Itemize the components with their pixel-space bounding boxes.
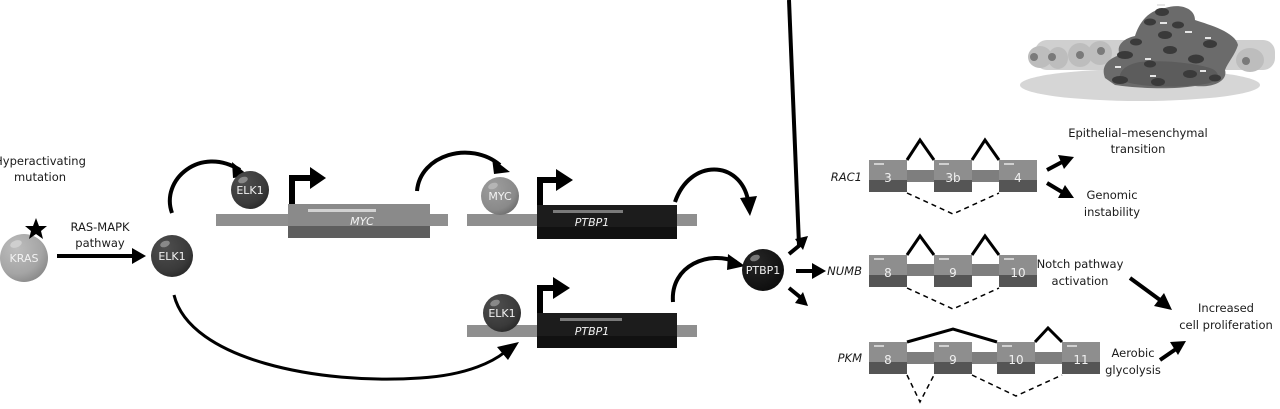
- arrow-elk1-to-ptbp1-promoter: [172, 294, 519, 381]
- ptbp1-protein: PTBP1: [742, 249, 784, 291]
- ptbp1-gene-locus-lower: PTBP1: [467, 313, 697, 348]
- genomic-instability-label-line2: instability: [1084, 205, 1140, 219]
- svg-text:8: 8: [884, 266, 892, 280]
- arrow-rac1-to-emt: [1046, 155, 1074, 172]
- elk1-bound-protein: ELK1: [231, 171, 269, 209]
- tumor-cell-cluster-illustration: [1020, 4, 1275, 101]
- elk1-protein: ELK1: [151, 235, 193, 277]
- pkm-exon-8: 8: [869, 342, 907, 374]
- svg-text:8: 8: [884, 353, 892, 367]
- pathway-label-line1: RAS-MAPK: [70, 220, 130, 234]
- emt-label-line1: Epithelial–mesenchymal: [1068, 126, 1208, 140]
- genomic-instability-label-line1: Genomic: [1086, 188, 1137, 202]
- glycolysis-label-line1: Aerobic: [1111, 346, 1154, 360]
- final-outcome-line1: Increased: [1198, 301, 1254, 315]
- svg-text:11: 11: [1073, 353, 1088, 367]
- svg-text:10: 10: [1008, 353, 1023, 367]
- glycolysis-label-line2: glycolysis: [1105, 363, 1161, 377]
- pkm-exon-10: 10: [997, 342, 1035, 374]
- final-outcome-line2: cell proliferation: [1179, 318, 1273, 332]
- svg-text:10: 10: [1010, 266, 1025, 280]
- kras-protein: KRAS: [0, 234, 48, 282]
- rac1-exon-4: 4: [999, 160, 1037, 192]
- ptbp1-gene-locus-upper: PTBP1: [467, 205, 697, 239]
- pkm-gene-label: PKM: [838, 351, 862, 365]
- ptbp1-tss-arrow-icon: [537, 169, 573, 205]
- arrow-ptbp1-lower-to-protein: [670, 254, 745, 303]
- ptbp1-gene-lower-label: PTBP1: [575, 325, 610, 338]
- myc-protein: MYC: [481, 177, 519, 215]
- notch-label-line1: Notch pathway: [1037, 257, 1124, 271]
- myc-tss-arrow-icon: [289, 167, 326, 204]
- myc-gene-locus: MYC: [216, 204, 448, 238]
- mutation-label-line1: Hyperactivating: [0, 154, 86, 168]
- ptbp1-gene-label: PTBP1: [575, 216, 610, 229]
- arrow-notch-to-proliferation: [1128, 276, 1172, 310]
- mutation-star-icon: [25, 218, 47, 239]
- numb-gene-label: NUMB: [827, 264, 862, 278]
- ptbp1-protein-label: PTBP1: [746, 264, 781, 277]
- rac1-gene-label: RAC1: [831, 170, 862, 184]
- pathway-label-line2: pathway: [75, 236, 125, 250]
- elk1-label: ELK1: [158, 250, 185, 263]
- svg-text:9: 9: [949, 266, 957, 280]
- elk1-bound-label: ELK1: [236, 184, 263, 197]
- elk1-lower-label: ELK1: [488, 307, 515, 320]
- numb-exon-10: 10: [999, 255, 1037, 287]
- pkm-exon-9: 9: [934, 342, 972, 374]
- numb-exon-9: 9: [934, 255, 972, 287]
- svg-text:3b: 3b: [945, 171, 960, 185]
- arrows-ptbp1-to-targets: [787, 0, 826, 306]
- numb-splicing-diagram: NUMB 8 9 10: [827, 233, 1037, 310]
- kras-label: KRAS: [10, 252, 39, 265]
- arrow-myc-to-ptbp1-promoter: [415, 150, 510, 192]
- rac1-splicing-diagram: RAC1 3 3b 4: [831, 137, 1037, 215]
- svg-text:4: 4: [1014, 171, 1022, 185]
- arrow-kras-to-elk1: [57, 248, 146, 264]
- rac1-exon-3b: 3b: [934, 160, 972, 192]
- ptbp1-lower-tss-arrow-icon: [537, 277, 570, 313]
- svg-text:3: 3: [884, 171, 892, 185]
- mutation-label-line2: mutation: [14, 170, 66, 184]
- pkm-splicing-diagram: PKM 8 9 10 11: [838, 325, 1100, 404]
- numb-exon-8: 8: [869, 255, 907, 287]
- rac1-exon-3: 3: [869, 160, 907, 192]
- notch-label-line2: activation: [1052, 274, 1109, 288]
- elk1-lower-protein: ELK1: [483, 294, 521, 332]
- arrow-ptbp1-upper-to-protein: [673, 167, 757, 216]
- arrow-rac1-to-genomic-instability: [1045, 181, 1074, 198]
- svg-text:9: 9: [949, 353, 957, 367]
- myc-protein-label: MYC: [488, 190, 512, 203]
- emt-label-line2: transition: [1111, 142, 1166, 156]
- pkm-exon-11: 11: [1062, 342, 1100, 374]
- myc-gene-label: MYC: [350, 215, 374, 228]
- arrow-glycolysis-to-proliferation: [1158, 341, 1186, 362]
